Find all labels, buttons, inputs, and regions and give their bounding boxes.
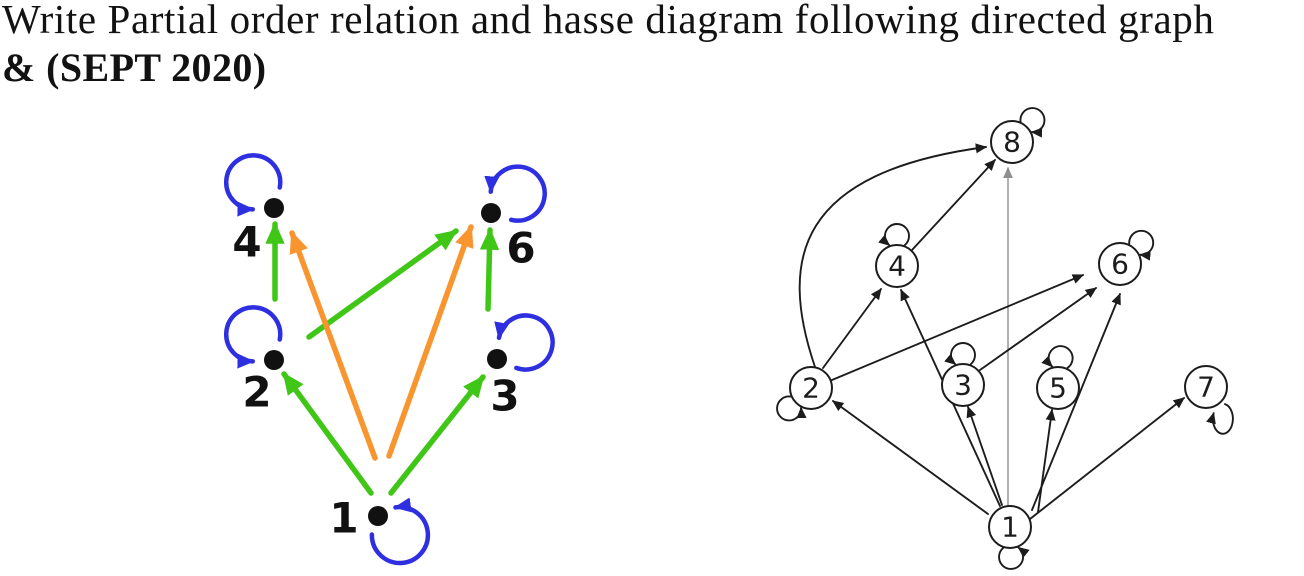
node-5-label: 5 [1049,372,1067,405]
edge-1-7 [1029,397,1185,520]
node-3-label: 3 [490,372,519,421]
node-4 [875,244,919,288]
self-loop-2 [223,305,283,369]
edge-1-3 [388,374,486,496]
node-8-label: 8 [1003,126,1021,159]
edge-1-2 [832,400,989,515]
edge-4-8 [911,159,996,251]
node-4-label: 4 [232,218,261,267]
edge-2-8 [798,143,988,368]
edge-2-4 [822,288,882,369]
self-loop-1 [369,497,431,566]
node-2 [264,350,284,370]
self-loop-8 [1019,107,1046,138]
node-5 [1036,366,1080,410]
edge-1-6 [1031,292,1121,511]
left-directed-graph: 1 2 3 4 6 [223,153,555,566]
self-loop-5 [1041,345,1074,369]
edge-1-3 [966,405,1003,506]
node-7 [1184,365,1228,409]
node-6-label: 6 [1111,248,1129,281]
question-title-line-1: Write Partial order relation and hasse d… [2,0,1215,42]
self-loop-6 [484,164,547,223]
question-title: Write Partial order relation and hasse d… [2,0,1304,91]
self-loop-1 [998,546,1030,570]
node-3 [941,363,985,407]
node-1-label: 1 [329,494,358,543]
edge-1-5 [1037,408,1056,513]
node-3-label: 3 [954,369,972,402]
edge-3-6 [979,287,1097,371]
node-4 [264,198,284,218]
self-loop-4 [223,153,283,217]
self-loop-6 [1128,229,1155,261]
node-1 [368,506,388,526]
edge-3-6 [479,227,500,312]
question-title-line-2: & (SEPT 2020) [2,45,267,90]
edge-2-6 [831,274,1085,381]
node-1 [988,505,1032,549]
self-loop-4 [878,223,910,247]
node-6 [481,203,501,223]
node-2 [789,366,833,410]
node-8 [990,120,1034,164]
node-1-label: 1 [1001,511,1019,544]
edge-1-6 [386,224,474,459]
node-4-label: 4 [888,250,906,283]
edge-1-4 [289,230,378,461]
self-loop-2 [776,395,807,422]
right-directed-graph: 8 4 6 2 3 5 7 1 [776,107,1234,570]
node-7-label: 7 [1197,371,1215,404]
self-loop-3 [494,313,555,372]
edge-1-2 [281,371,374,496]
node-2-label: 2 [242,368,271,417]
node-6-label: 6 [506,224,535,273]
self-loop-3 [944,342,976,366]
node-2-label: 2 [802,372,820,405]
self-loop-7 [1206,403,1234,435]
node-6 [1098,242,1142,286]
node-3 [487,349,507,369]
edge-2-6 [306,228,459,340]
